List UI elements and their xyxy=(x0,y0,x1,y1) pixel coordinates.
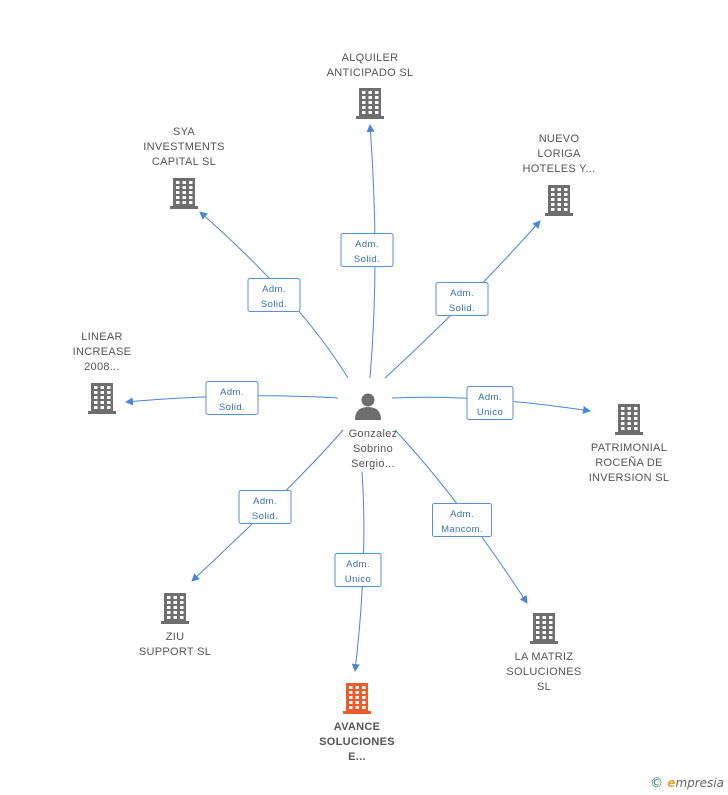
empresia-logo[interactable]: empresia xyxy=(667,776,724,790)
relation-label-alquiler: Adm.Solid. xyxy=(354,239,380,265)
relation-label-avance: Adm.Unico xyxy=(345,559,371,585)
relation-label-sya: Adm.Solid. xyxy=(261,284,287,310)
person-icon[interactable] xyxy=(355,393,381,421)
company-building-icon-sya[interactable] xyxy=(170,178,198,209)
edge-labels-layer: Adm.Solid. Adm.Solid. Adm.Solid. Adm.Solid.… xyxy=(205,233,514,587)
relation-badge-alquiler[interactable]: Adm.Solid. xyxy=(340,233,394,267)
company-building-icon-nuevo[interactable] xyxy=(545,185,573,216)
relation-label-lamatriz: Adm.Mancom. xyxy=(441,509,483,535)
company-building-icon-avance[interactable] xyxy=(343,683,371,714)
company-building-icon-linear[interactable] xyxy=(88,383,116,414)
relation-label-patrimonial: Adm.Unico xyxy=(477,392,503,418)
relation-badge-lamatriz[interactable]: Adm.Mancom. xyxy=(432,503,492,537)
relation-badge-avance[interactable]: Adm.Unico xyxy=(334,553,382,587)
company-building-icon-ziu[interactable] xyxy=(161,593,189,624)
company-building-icon-lamatriz[interactable] xyxy=(530,613,558,644)
relation-badge-patrimonial[interactable]: Adm.Unico xyxy=(466,386,514,420)
footer-brand: © empresia xyxy=(650,776,724,791)
relation-badge-ziu[interactable]: Adm.Solid. xyxy=(238,490,292,524)
relation-label-linear: Adm.Solid. xyxy=(219,387,245,413)
relation-label-ziu: Adm.Solid. xyxy=(252,496,278,522)
relation-badge-nuevo[interactable]: Adm.Solid. xyxy=(435,282,489,316)
company-building-icon-patrimonial[interactable] xyxy=(615,404,643,435)
relation-badge-sya[interactable]: Adm.Solid. xyxy=(247,278,301,312)
relation-badge-linear[interactable]: Adm.Solid. xyxy=(205,381,259,415)
relation-label-nuevo: Adm.Solid. xyxy=(449,288,475,314)
company-building-icon-alquiler[interactable] xyxy=(356,88,384,119)
copyright-symbol: © xyxy=(650,776,664,791)
